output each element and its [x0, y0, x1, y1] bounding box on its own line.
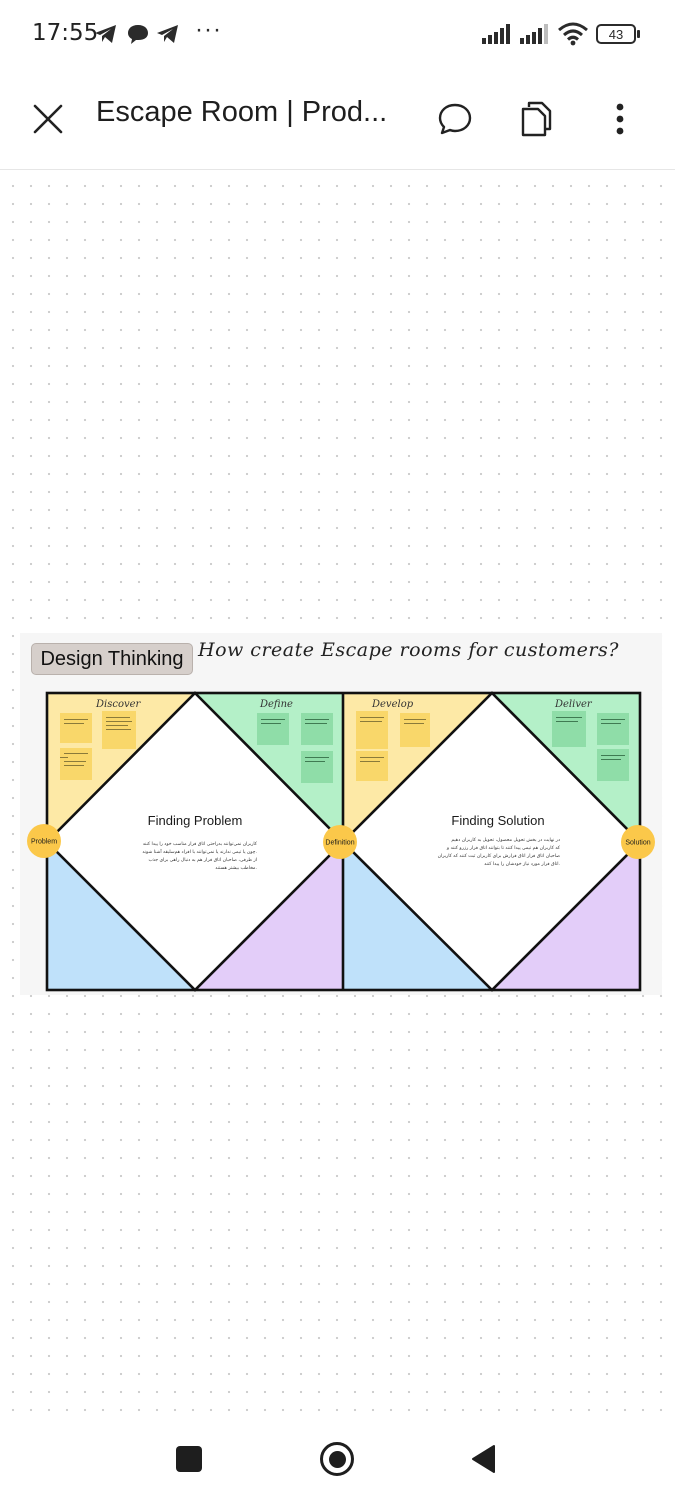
problem-text-line: مخاطب بیشتر هستند.	[215, 866, 257, 871]
define-sticky-notes[interactable]	[257, 713, 333, 783]
document-title[interactable]: Escape Room | Prod...	[96, 96, 388, 128]
recents-button[interactable]	[176, 1446, 202, 1472]
pages-button[interactable]	[512, 94, 562, 144]
finding-solution-title: Finding Solution	[451, 813, 544, 828]
signal-icon	[482, 24, 510, 44]
pages-icon	[521, 101, 552, 137]
double-diamond-diagram: Discover Define Develop Deliver Finding …	[27, 691, 655, 992]
whiteboard-canvas[interactable]: Design Thinking How create Escape rooms …	[0, 171, 675, 1418]
more-options-button[interactable]	[595, 94, 645, 144]
problem-text-line: چون یا تیمی ندارند یا نمی‌توانند با افرا…	[142, 849, 257, 855]
phase-label-define: Define	[259, 699, 293, 710]
chat-bubble-icon	[128, 25, 148, 44]
wifi-icon	[558, 22, 588, 46]
comments-button[interactable]	[430, 94, 480, 144]
problem-text-line: کاربران نمی‌توانند به‌راحتی اتاق فرار من…	[143, 841, 258, 847]
back-button[interactable]	[470, 1444, 496, 1474]
finding-problem-title: Finding Problem	[148, 813, 243, 828]
problem-node-label: Problem	[31, 839, 57, 846]
solution-text-line: اتاق فرار مورد نیاز خودشان را پیدا کنند.	[484, 861, 560, 867]
problem-text-line: از طرفی، صاحبان اتاق فرار هم به دنبال را…	[148, 857, 257, 863]
solution-node[interactable]	[621, 825, 655, 859]
signal-icon	[520, 24, 548, 44]
battery-tip	[637, 30, 640, 38]
system-navigation-bar	[0, 1418, 675, 1500]
definition-node[interactable]	[323, 825, 357, 859]
discover-sticky-notes[interactable]	[60, 711, 136, 780]
status-bar: 17:55 ··· 43	[0, 0, 675, 68]
battery-indicator: 43	[596, 24, 636, 44]
close-button[interactable]	[23, 94, 73, 144]
solution-text-line: صاحبان اتاق فرار اتاق فرارش برای کاربران…	[438, 853, 561, 859]
phase-label-discover: Discover	[95, 699, 142, 710]
solution-text-line: در نهایت در بخش تحویل محصول، تحویل به کا…	[451, 837, 560, 843]
telegram-icon	[95, 25, 116, 43]
home-button[interactable]	[320, 1442, 354, 1476]
triangle-back-icon	[472, 1445, 495, 1473]
comment-icon	[438, 103, 472, 135]
definition-node-label: Definition	[325, 840, 354, 847]
telegram-icon	[157, 25, 178, 43]
phase-label-deliver: Deliver	[554, 699, 593, 710]
solution-node-label: Solution	[625, 840, 650, 847]
develop-sticky-notes[interactable]	[356, 711, 430, 781]
design-thinking-frame[interactable]: Design Thinking How create Escape rooms …	[20, 633, 662, 995]
deliver-sticky-notes[interactable]	[552, 711, 629, 781]
solution-text-line: که کاربران هم تیمی پیدا کنند تا بتوانند …	[446, 845, 561, 851]
design-thinking-tag[interactable]: Design Thinking	[31, 643, 193, 675]
problem-node[interactable]	[27, 824, 61, 858]
more-notifications: ···	[195, 16, 222, 43]
document-header: Escape Room | Prod...	[0, 68, 675, 170]
close-icon	[33, 104, 63, 134]
phase-label-develop: Develop	[371, 699, 414, 710]
board-question[interactable]: How create Escape rooms for customers?	[198, 639, 619, 661]
status-time: 17:55	[32, 20, 99, 46]
circle-icon	[328, 1450, 346, 1468]
more-vertical-icon	[616, 103, 624, 135]
battery-level: 43	[608, 26, 624, 42]
